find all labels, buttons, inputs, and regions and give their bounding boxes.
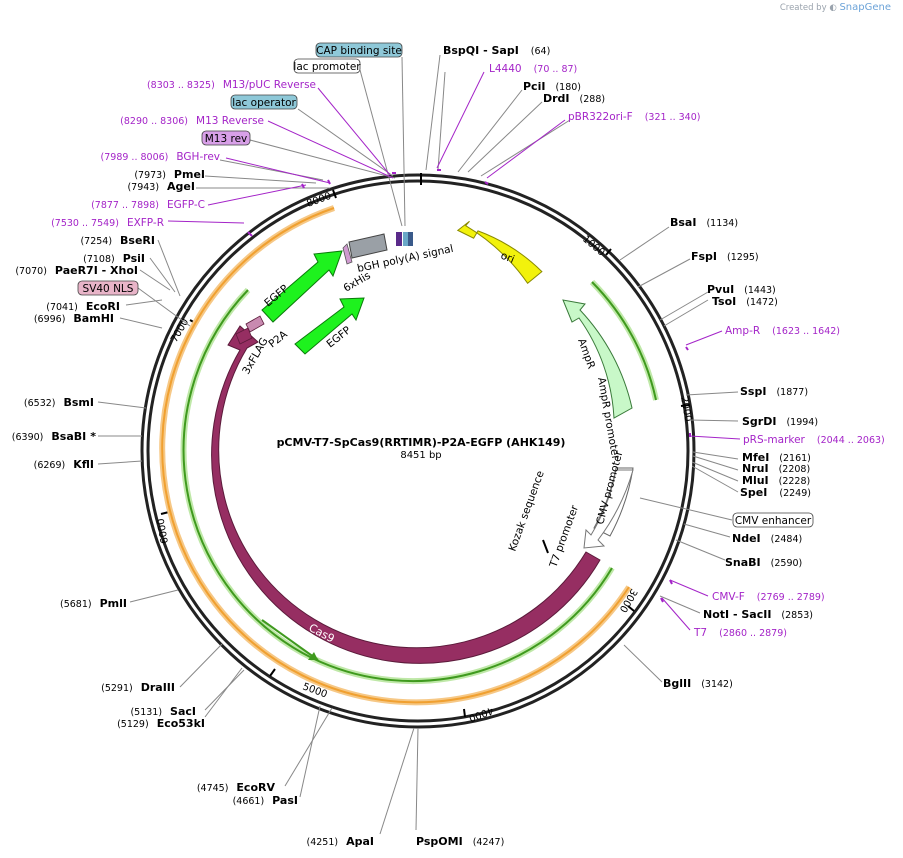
site-label: (4661)PasI — [233, 794, 298, 807]
ori-feature: ori — [456, 220, 543, 285]
site-label: FspI(1295) — [691, 250, 759, 263]
boxed-features: CAP binding site lac promoter lac operat… — [77, 42, 814, 528]
site-label: BspQI - SapI(64) — [443, 44, 550, 57]
site-label: BsaI(1134) — [670, 216, 738, 229]
site-label: SpeI(2249) — [740, 486, 811, 499]
primer-label: (7530 .. 7549)EXFP-R — [51, 217, 164, 229]
site-label: (7254)BseRI — [80, 234, 155, 247]
credit-prefix: Created by — [779, 3, 827, 13]
feature-box-lac-operator: lac operator — [232, 97, 296, 109]
cas9-feature: Cas9 — [211, 325, 601, 664]
site-label: (4745)EcoRV — [197, 781, 276, 794]
sites-right: BspQI - SapI(64) PciI(180) DrdI(288) Bsa… — [416, 44, 818, 848]
primer-label: Amp-R(1623 .. 1642) — [725, 325, 840, 337]
feature-box-sv40-nls: SV40 NLS — [83, 283, 134, 295]
site-label: (6390)BsaBI* — [12, 430, 96, 443]
ruler-tick: 2000 — [678, 396, 693, 423]
site-label: NotI - SacII(2853) — [703, 608, 813, 621]
plasmid-size: 8451 bp — [400, 450, 441, 461]
site-label: PciI(180) — [523, 80, 581, 93]
primer-label: pBR322ori-F(321 .. 340) — [568, 111, 700, 123]
leader-lines — [97, 54, 739, 835]
backbone — [140, 173, 696, 729]
site-label: (7108)PsiI — [83, 252, 145, 265]
snapgene-logo-icon: ◐ — [829, 3, 837, 13]
feature-box-cmv-enhancer: CMV enhancer — [735, 515, 812, 527]
orf-arcs — [159, 205, 659, 706]
site-label: (6996)BamHI — [34, 312, 114, 325]
primer-label: (7877 .. 7898)EGFP-C — [91, 199, 205, 211]
his-label: 6xHis — [342, 270, 373, 295]
t7-promoter-label: T7 promoter — [547, 503, 581, 570]
feature-box-m13-rev: M13 rev — [205, 133, 248, 145]
site-label: SspI(1877) — [740, 385, 808, 398]
site-label: MluI(2228) — [742, 474, 810, 487]
primer-label: (8290 .. 8306)M13 Reverse — [120, 115, 264, 127]
primer-label: (7989 .. 8006)BGH-rev — [101, 151, 220, 163]
site-label: (7943)AgeI — [127, 180, 195, 193]
site-label: MfeI(2161) — [742, 451, 811, 464]
site-label: (5131)SacI — [130, 705, 196, 718]
site-label: (7041)EcoRI — [46, 300, 120, 313]
ori-label: ori — [499, 250, 516, 266]
p2a-label: P2A — [266, 328, 290, 350]
sites-left: (7973)PmeI (7943)AgeI (7254)BseRI (7108)… — [12, 168, 374, 848]
site-label: BglII(3142) — [663, 677, 733, 690]
site-label: (4251)ApaI — [307, 835, 375, 848]
ampr-feature: AmpR AmpR promoter — [562, 299, 634, 537]
primer-label: L4440(70 .. 87) — [489, 63, 577, 75]
site-label: PspOMI(4247) — [416, 835, 504, 848]
primers-left: (8303 .. 8325)M13/pUC Reverse (8290 .. 8… — [51, 79, 316, 229]
site-label: NruI(2208) — [742, 462, 810, 475]
site-label: TsoI(1472) — [712, 295, 778, 308]
site-label: (5681)PmlI — [60, 597, 127, 610]
primer-label: (8303 .. 8325)M13/pUC Reverse — [147, 79, 316, 91]
site-label: (7070)PaeR7I - XhoI — [15, 264, 138, 277]
cmv-promoter-feature: CMV promoter T7 promoter Kozak sequence — [507, 449, 634, 570]
plasmid-title: pCMV-T7-SpCas9(RRTIMR)-P2A-EGFP (AHK149)… — [277, 436, 566, 461]
site-label: SgrDI(1994) — [742, 415, 818, 428]
site-label: (6532)BsmI — [24, 396, 94, 409]
site-label: (6269)KflI — [34, 458, 94, 471]
snapgene-credit: Created by ◐ SnapGene — [780, 2, 891, 13]
primers-right: L4440(70 .. 87) pBR322ori-F(321 .. 340) … — [489, 63, 885, 639]
primer-markers — [247, 169, 691, 603]
site-label: PvuI(1443) — [707, 283, 776, 296]
kozak-label: Kozak sequence — [507, 469, 547, 553]
site-label: (5291)DraIII — [101, 681, 175, 694]
ruler-tick: 4000 — [467, 704, 495, 723]
plasmid-name: pCMV-T7-SpCas9(RRTIMR)-P2A-EGFP (AHK149) — [277, 436, 566, 449]
feature-box-lac-promoter: lac promoter — [293, 61, 361, 73]
feature-box-cap: CAP binding site — [316, 45, 402, 57]
site-label: SnaBI(2590) — [725, 556, 802, 569]
primer-label: CMV-F(2769 .. 2789) — [712, 591, 825, 603]
primer-label: T7(2860 .. 2879) — [693, 627, 787, 639]
site-label: (7973)PmeI — [134, 168, 205, 181]
primer-label: pRS-marker(2044 .. 2063) — [743, 434, 885, 446]
site-label: NdeI(2484) — [732, 532, 802, 545]
site-label: DrdI(288) — [543, 92, 605, 105]
credit-brand: SnapGene — [839, 2, 891, 13]
site-label: (5129)Eco53kI — [117, 717, 205, 730]
ruler-tick: 6000 — [156, 517, 171, 544]
primer-leader-lines — [167, 71, 741, 631]
